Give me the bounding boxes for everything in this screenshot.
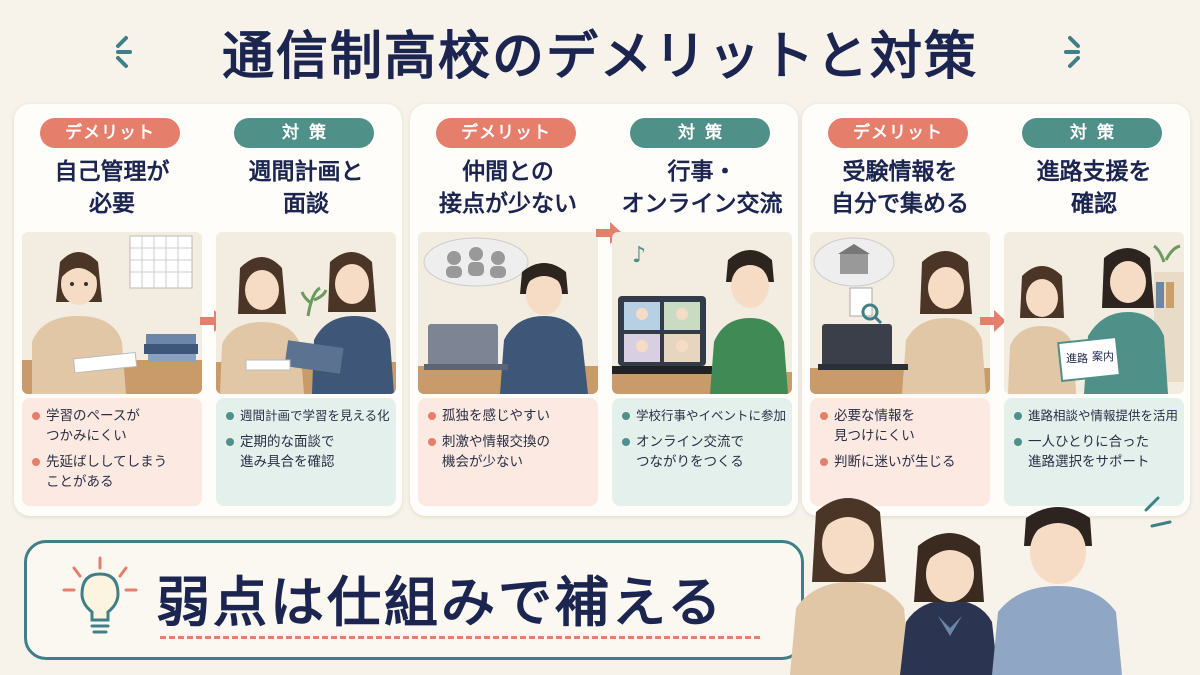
list-item: 週間計画で学習を見える化 bbox=[224, 406, 390, 426]
panel-few-peers: デメリット 仲間との 接点が少ない 孤独を感じやすい 刺激や情報交換の機会が少な… bbox=[410, 104, 798, 516]
heading-line: 自己管理が bbox=[54, 159, 170, 185]
bullet-dot bbox=[622, 412, 630, 420]
measure-tag: 対策 bbox=[630, 118, 770, 148]
bullet-dot bbox=[820, 412, 828, 420]
measure-column: 対策 行事・ オンライン交流 ♪ 学校行事やイベントに参加 オンライン交流でつな… bbox=[608, 104, 796, 516]
demerit-bullet-list: 必要な情報を見つけにくい 判断に迷いが生じる bbox=[810, 398, 990, 506]
demerit-heading: 受験情報を 自分で集める bbox=[806, 156, 994, 220]
booklet-label: 案内 bbox=[1092, 349, 1114, 363]
demerit-column: デメリット 受験情報を 自分で集める 必要な情報を見つけにくい 判断に迷いが生じ… bbox=[806, 104, 994, 516]
list-item: 刺激や情報交換の機会が少ない bbox=[426, 432, 592, 472]
illustration-teacher-meeting bbox=[216, 232, 396, 394]
heading-line: 行事・ bbox=[667, 159, 737, 185]
illustration-student-studying-alone bbox=[22, 232, 202, 394]
measure-bullet-list: 進路相談や情報提供を活用 一人ひとりに合った進路選択をサポート bbox=[1004, 398, 1184, 506]
dashed-underline bbox=[160, 636, 760, 639]
measure-bullet-list: 週間計画で学習を見える化 定期的な面談で進み具合を確認 bbox=[216, 398, 396, 506]
panel-exam-info: デメリット 受験情報を 自分で集める 必要な情報を見つけにくい 判断に迷いが生じ… bbox=[802, 104, 1190, 516]
demerit-bullet-list: 孤独を感じやすい 刺激や情報交換の機会が少ない bbox=[418, 398, 598, 506]
measure-heading: 進路支援を 確認 bbox=[1000, 156, 1188, 220]
list-item: 先延ばししてしまうことがある bbox=[30, 452, 196, 492]
list-item: 判断に迷いが生じる bbox=[818, 452, 984, 472]
illustration-family bbox=[790, 496, 1172, 675]
illustration-student-searching-info bbox=[810, 232, 990, 394]
list-item: オンライン交流でつながりをつくる bbox=[620, 432, 786, 472]
booklet-label: 進路 bbox=[1066, 352, 1088, 365]
measure-heading: 行事・ オンライン交流 bbox=[608, 156, 796, 220]
measure-bullet-list: 学校行事やイベントに参加 オンライン交流でつながりをつくる bbox=[612, 398, 792, 506]
heading-line: 自分で集める bbox=[831, 191, 969, 217]
measure-tag: 対策 bbox=[234, 118, 374, 148]
list-item: 孤独を感じやすい bbox=[426, 406, 592, 426]
measure-column: 対策 進路支援を 確認 進路 案内 進路相談や情報提供を活用 一人ひとりに合った… bbox=[1000, 104, 1188, 516]
measure-heading: 週間計画と 面談 bbox=[212, 156, 400, 220]
demerit-heading: 仲間との 接点が少ない bbox=[414, 156, 602, 220]
bullet-dot bbox=[622, 438, 630, 446]
sparkle-icon bbox=[116, 36, 132, 68]
svg-text:♪: ♪ bbox=[632, 243, 646, 268]
heading-line: オンライン交流 bbox=[621, 191, 783, 217]
arrow-right-icon bbox=[980, 310, 1006, 332]
bullet-dot bbox=[226, 438, 234, 446]
page-title: 通信制高校のデメリットと対策 bbox=[221, 27, 978, 87]
list-item: 定期的な面談で進み具合を確認 bbox=[224, 432, 390, 472]
demerit-tag: デメリット bbox=[828, 118, 968, 148]
list-item: 一人ひとりに合った進路選択をサポート bbox=[1012, 432, 1178, 472]
bullet-dot bbox=[226, 412, 234, 420]
bullet-dot bbox=[1014, 412, 1022, 420]
heading-line: 確認 bbox=[1071, 191, 1117, 217]
slogan-box bbox=[24, 540, 804, 660]
demerit-column: デメリット 仲間との 接点が少ない 孤独を感じやすい 刺激や情報交換の機会が少な… bbox=[414, 104, 602, 516]
heading-line: 受験情報を bbox=[842, 159, 958, 185]
demerit-bullet-list: 学習のペースがつかみにくい 先延ばししてしまうことがある bbox=[22, 398, 202, 506]
sparkle-icon bbox=[1064, 36, 1080, 68]
illustration-career-guidance: 進路 案内 bbox=[1004, 232, 1184, 394]
measure-column: 対策 週間計画と 面談 週間計画で学習を見える化 定期的な面談で進み具合を確認 bbox=[212, 104, 400, 516]
demerit-column: デメリット 自己管理が 必要 学習のペースがつかみにくい 先延ばししてしまうこと… bbox=[18, 104, 206, 516]
bullet-dot bbox=[820, 458, 828, 466]
bullet-dot bbox=[428, 412, 436, 420]
list-item: 進路相談や情報提供を活用 bbox=[1012, 406, 1178, 426]
heading-line: 接点が少ない bbox=[439, 191, 577, 217]
bullet-dot bbox=[428, 438, 436, 446]
heading-line: 週間計画と bbox=[248, 159, 364, 185]
measure-tag: 対策 bbox=[1022, 118, 1162, 148]
demerit-tag: デメリット bbox=[40, 118, 180, 148]
heading-line: 必要 bbox=[89, 191, 135, 217]
panel-self-management: デメリット 自己管理が 必要 学習のペースがつかみにくい 先延ばししてしまうこと… bbox=[14, 104, 402, 516]
heading-line: 面談 bbox=[283, 191, 329, 217]
illustration-lonely-student-laptop bbox=[418, 232, 598, 394]
bullet-dot bbox=[1014, 438, 1022, 446]
bullet-dot bbox=[32, 412, 40, 420]
illustration-online-meeting: ♪ bbox=[612, 232, 792, 394]
demerit-heading: 自己管理が 必要 bbox=[18, 156, 206, 220]
lightbulb-icon bbox=[62, 556, 138, 634]
slogan-text: 弱点は仕組みで補える bbox=[156, 571, 725, 634]
list-item: 学校行事やイベントに参加 bbox=[620, 406, 786, 426]
heading-line: 進路支援を bbox=[1036, 159, 1152, 185]
demerit-tag: デメリット bbox=[436, 118, 576, 148]
bullet-dot bbox=[32, 458, 40, 466]
heading-line: 仲間との bbox=[462, 159, 554, 185]
list-item: 学習のペースがつかみにくい bbox=[30, 406, 196, 446]
list-item: 必要な情報を見つけにくい bbox=[818, 406, 984, 446]
